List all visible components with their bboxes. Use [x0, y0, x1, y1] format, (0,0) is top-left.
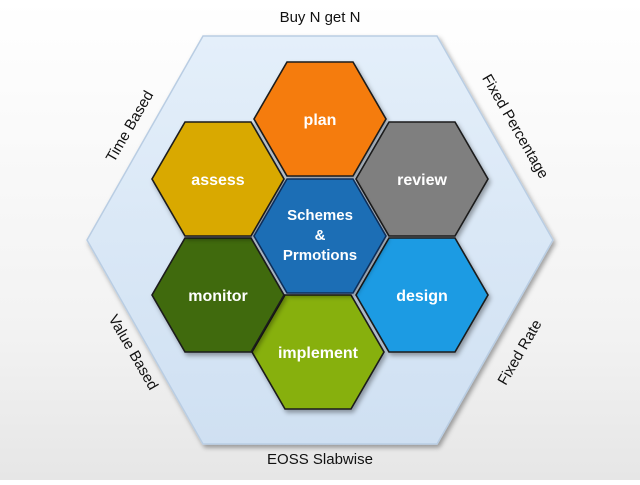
center-label-line2: &: [315, 227, 326, 244]
cell-assess: assess: [151, 121, 285, 237]
cell-assess-hexagon: [151, 121, 285, 237]
cell-plan: plan: [253, 61, 387, 177]
cell-implement: implement: [251, 294, 385, 410]
cell-assess-label: assess: [191, 172, 244, 189]
cell-plan-hexagon: [253, 61, 387, 177]
cell-design-hexagon: [355, 237, 489, 353]
center-hexagon: [253, 178, 387, 294]
cell-design-label: design: [396, 288, 448, 305]
cell-plan-label: plan: [304, 112, 337, 129]
outer-label-top: Buy N get N: [279, 9, 361, 26]
cell-implement-hexagon: [251, 294, 385, 410]
cell-design: design: [355, 237, 489, 353]
cell-review: review: [355, 121, 489, 237]
center-hexagon-group: Schemes & Prmotions: [253, 178, 387, 294]
cell-monitor-label: monitor: [188, 288, 248, 305]
outer-label-bottom: EOSS Slabwise: [267, 451, 373, 468]
cell-monitor: monitor: [151, 237, 285, 353]
cell-implement-label: implement: [278, 345, 359, 362]
center-label-line3: Prmotions: [283, 247, 357, 264]
cell-review-hexagon: [355, 121, 489, 237]
cell-monitor-hexagon: [151, 237, 285, 353]
cell-review-label: review: [397, 172, 447, 189]
center-label-line1: Schemes: [287, 207, 353, 224]
cells-layer: plan review design implement monitor assess: [151, 61, 489, 410]
